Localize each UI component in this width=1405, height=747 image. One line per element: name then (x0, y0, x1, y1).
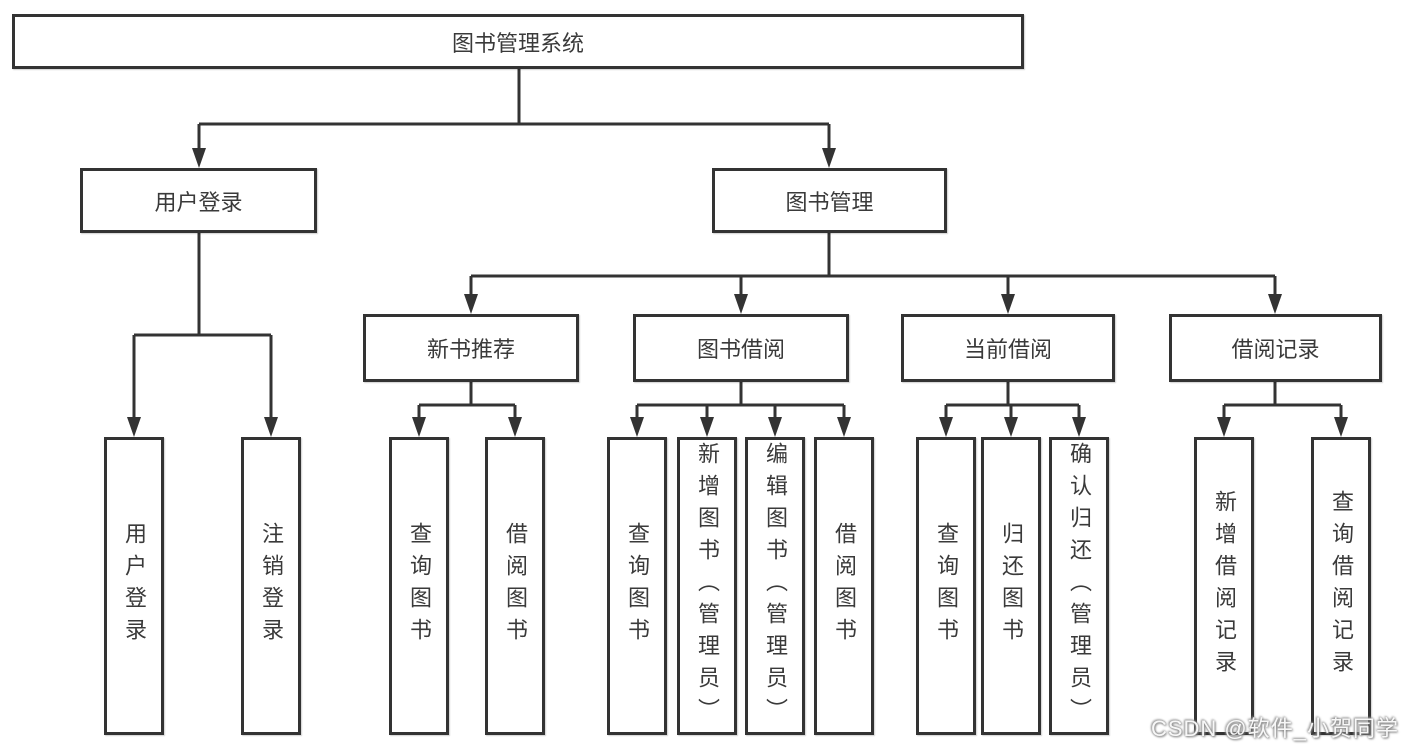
leaf-return-books-label: 归还图书 (999, 522, 1024, 650)
leaf-return-books: 归还图书 (981, 437, 1041, 735)
leaf-recommend-borrow-books: 借阅图书 (485, 437, 545, 735)
node-current-borrowing-label: 当前借阅 (963, 337, 1052, 362)
leaf-confirm-return-admin: 确认归还（管理员） (1049, 437, 1109, 735)
leaf-add-borrow-record: 新增借阅记录 (1194, 437, 1254, 735)
node-root-label: 图书管理系统 (451, 30, 584, 56)
leaf-borrowing-borrow-books: 借阅图书 (814, 437, 874, 735)
leaf-current-query-books: 查询图书 (916, 437, 976, 735)
node-root: 图书管理系统 (12, 14, 1024, 69)
node-borrow-records-label: 借阅记录 (1231, 337, 1320, 362)
node-user-login: 用户登录 (80, 168, 317, 233)
node-new-book-recommend: 新书推荐 (363, 314, 579, 382)
leaf-logout: 注销登录 (241, 437, 301, 735)
leaf-borrowing-query-books: 查询图书 (607, 437, 667, 735)
node-user-login-label: 用户登录 (154, 189, 243, 215)
leaf-borrowing-borrow-books-label: 借阅图书 (832, 522, 857, 650)
node-book-borrowing: 图书借阅 (633, 314, 849, 382)
leaf-add-borrow-record-label: 新增借阅记录 (1212, 490, 1237, 682)
leaf-edit-books-admin: 编辑图书（管理员） (745, 437, 805, 735)
csdn-watermark: CSDN @软件_小贺同学 (1150, 716, 1399, 741)
node-current-borrowing: 当前借阅 (901, 314, 1115, 382)
node-book-management: 图书管理 (712, 168, 947, 233)
leaf-recommend-query-books: 查询图书 (389, 437, 449, 735)
node-book-management-label: 图书管理 (785, 189, 874, 215)
leaf-edit-books-admin-label: 编辑图书（管理员） (763, 442, 788, 730)
leaf-user-login: 用户登录 (104, 437, 164, 735)
leaf-add-books-admin: 新增图书（管理员） (677, 437, 737, 735)
leaf-recommend-borrow-books-label: 借阅图书 (503, 522, 528, 650)
leaf-query-borrow-record: 查询借阅记录 (1311, 437, 1371, 735)
leaf-current-query-books-label: 查询图书 (934, 522, 959, 650)
leaf-borrowing-query-books-label: 查询图书 (625, 522, 650, 650)
leaf-user-login-label: 用户登录 (122, 522, 147, 650)
node-new-book-recommend-label: 新书推荐 (426, 337, 515, 362)
leaf-confirm-return-admin-label: 确认归还（管理员） (1067, 442, 1092, 730)
node-borrow-records: 借阅记录 (1169, 314, 1382, 382)
leaf-recommend-query-books-label: 查询图书 (407, 522, 432, 650)
leaf-add-books-admin-label: 新增图书（管理员） (695, 442, 720, 730)
node-book-borrowing-label: 图书借阅 (696, 337, 785, 362)
leaf-logout-label: 注销登录 (259, 522, 284, 650)
leaf-query-borrow-record-label: 查询借阅记录 (1329, 490, 1354, 682)
